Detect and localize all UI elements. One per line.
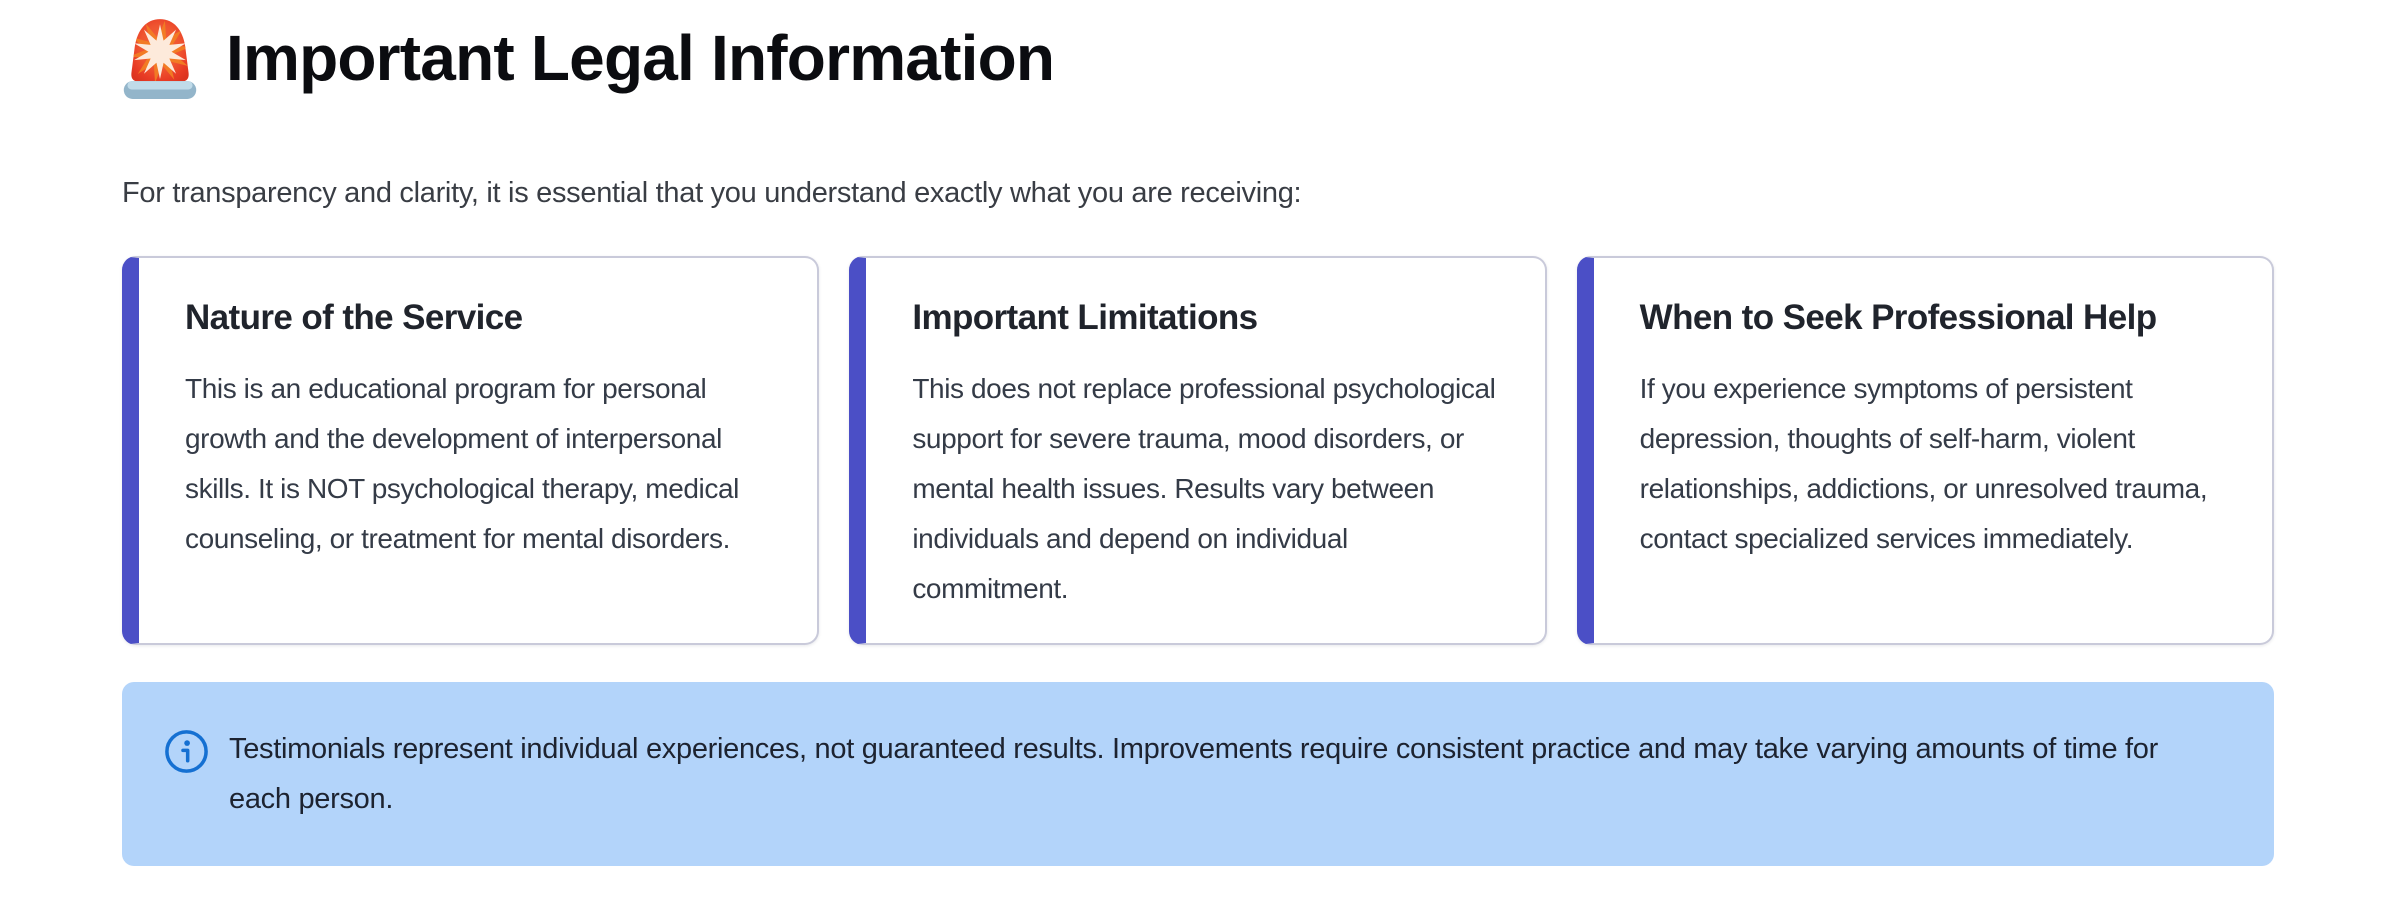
legal-information-section: Important Legal Information For transpar… xyxy=(122,16,2274,866)
card-important-limitations: Important Limitations This does not repl… xyxy=(849,256,1547,645)
card-title: Important Limitations xyxy=(912,298,1258,337)
testimonials-notice-banner: Testimonials represent individual experi… xyxy=(122,682,2274,866)
card-body: If you experience symptoms of persistent… xyxy=(1639,373,2208,554)
card-nature-of-service: Nature of the Service This is an educati… xyxy=(122,256,820,645)
section-header: Important Legal Information xyxy=(122,16,2274,100)
intro-text: For transparency and clarity, it is esse… xyxy=(122,177,1302,209)
disclaimer-cards-row: Nature of the Service This is an educati… xyxy=(122,256,2274,645)
card-title: Nature of the Service xyxy=(185,298,523,337)
page-title: Important Legal Information xyxy=(226,21,1055,94)
card-body: This is an educational program for perso… xyxy=(185,373,739,554)
info-icon xyxy=(163,728,210,775)
card-when-to-seek-help: When to Seek Professional Help If you ex… xyxy=(1576,256,2274,645)
card-title: When to Seek Professional Help xyxy=(1639,298,2157,337)
notice-text: Testimonials represent individual experi… xyxy=(229,733,2158,815)
card-body: This does not replace professional psych… xyxy=(912,373,1496,604)
siren-emoji-icon xyxy=(122,16,198,100)
